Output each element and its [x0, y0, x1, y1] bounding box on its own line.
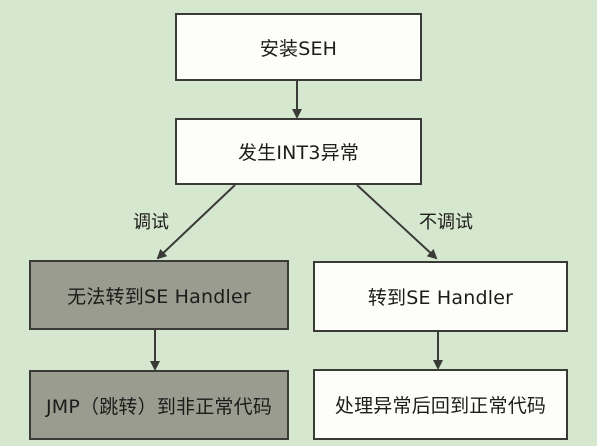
node-jmp-to-code: JMP（跳转）到非正常代码 [29, 370, 289, 440]
node-install-seh: 安装SEH [175, 13, 422, 81]
node-jmp-to-code-label: JMP（跳转）到非正常代码 [45, 395, 273, 418]
node-goto-handler: 转到SE Handler [313, 261, 568, 332]
node-int3-exception: 发生INT3异常 [175, 118, 422, 185]
node-cannot-goto-handler: 无法转到SE Handler [29, 260, 289, 330]
edge-label-no-debug: 不调试 [419, 212, 473, 233]
node-cannot-goto-handler-label: 无法转到SE Handler [67, 285, 251, 308]
node-handle-and-return: 处理异常后回到正常代码 [313, 369, 568, 440]
node-goto-handler-label: 转到SE Handler [367, 287, 514, 309]
arrow-int3-to-goto [356, 184, 438, 260]
arrow-int3-to-cannot-goto [156, 184, 236, 260]
node-handle-and-return-label: 处理异常后回到正常代码 [334, 395, 547, 417]
node-int3-exception-label: 发生INT3异常 [237, 142, 360, 164]
edge-label-debug: 调试 [133, 212, 169, 233]
node-install-seh-label: 安装SEH [259, 37, 338, 60]
